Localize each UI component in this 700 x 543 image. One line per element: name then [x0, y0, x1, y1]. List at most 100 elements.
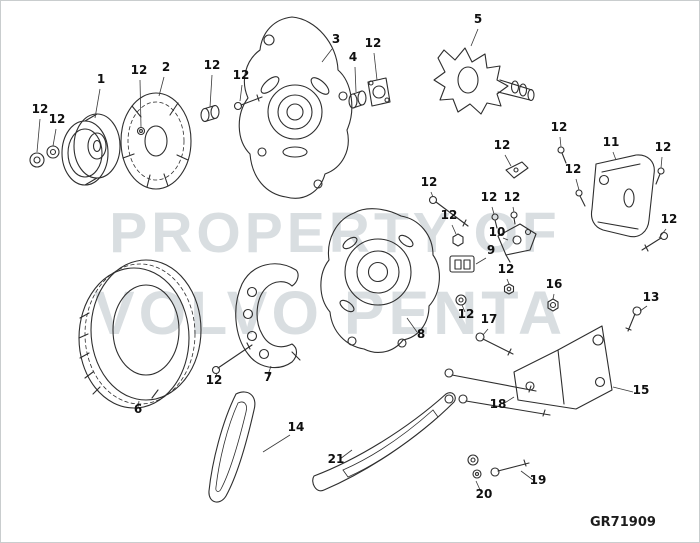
housing-fastener-drawings [428, 195, 469, 306]
leader-line [209, 74, 213, 108]
bolt-17-drawing [475, 332, 514, 356]
part-label-12: 12 [206, 373, 223, 387]
leader-line [475, 257, 487, 265]
leader-line [559, 136, 562, 148]
leader-line [451, 224, 457, 235]
fan-drawing [120, 92, 192, 190]
part-label-12: 12 [365, 36, 382, 50]
leader-line [502, 237, 509, 241]
part-label-7: 7 [264, 370, 272, 384]
leader-line [461, 304, 466, 313]
part-label-21: 21 [328, 452, 345, 466]
leader-line [491, 206, 495, 215]
leader-line [137, 400, 140, 408]
washer-drawings [29, 145, 60, 168]
leader-line [339, 449, 353, 460]
leader-line [520, 470, 534, 481]
part-label-18: 18 [490, 397, 507, 411]
part-label-15: 15 [633, 383, 650, 397]
part-label-12: 12 [131, 63, 148, 77]
leader-line [575, 178, 580, 191]
part-label-17: 17 [481, 312, 498, 326]
bolt-19-washers-20-drawing [467, 454, 530, 479]
leader-line [321, 48, 333, 63]
part-label-5: 5 [474, 12, 482, 26]
reference-code: GR71909 [590, 515, 656, 530]
part-label-16: 16 [546, 277, 563, 291]
leader-line [52, 128, 57, 147]
part-label-12: 12 [204, 58, 221, 72]
spacer-gasket-drawings [348, 77, 391, 109]
leader-line [612, 151, 617, 161]
leader-line [658, 228, 667, 239]
stator-bolt-drawing [211, 342, 253, 375]
part-label-12: 12 [49, 112, 66, 126]
part-label-12: 12 [661, 212, 678, 226]
part-label-12: 12 [233, 68, 250, 82]
part-label-12: 12 [421, 175, 438, 189]
part-label-8: 8 [417, 327, 425, 341]
part-label-10: 10 [489, 225, 506, 239]
belt-drawing [208, 391, 256, 503]
leader-line [552, 293, 555, 300]
line-art [29, 16, 669, 503]
nut-16-drawing [547, 298, 559, 312]
part-label-12: 12 [655, 140, 672, 154]
part-label-12: 12 [481, 190, 498, 204]
rotor-drawing [433, 47, 535, 115]
leader-line [660, 156, 663, 169]
part-label-2: 2 [162, 60, 170, 74]
rectifier-drawing [235, 263, 301, 369]
part-label-12: 12 [504, 190, 521, 204]
leader-line [482, 328, 489, 336]
part-label-20: 20 [476, 487, 493, 501]
part-label-12: 12 [458, 307, 475, 321]
cover-drawing [590, 154, 669, 252]
mounting-bracket-drawing [513, 325, 613, 410]
leader-line [430, 191, 434, 198]
leader-line [262, 434, 291, 453]
leader-line [94, 88, 101, 119]
part-label-14: 14 [288, 420, 305, 434]
part-label-6: 6 [134, 402, 142, 416]
bolt-13-drawing [625, 306, 642, 332]
part-label-1: 1 [97, 72, 105, 86]
pulley-drawing [61, 113, 121, 186]
part-label-11: 11 [603, 135, 620, 149]
leader-line [158, 76, 165, 97]
part-label-13: 13 [643, 290, 660, 304]
bolts-18-drawing [444, 368, 551, 417]
leader-line [512, 206, 515, 213]
part-label-3: 3 [332, 32, 340, 46]
part-label-19: 19 [530, 473, 547, 487]
part-label-9: 9 [487, 243, 495, 257]
leader-line [139, 79, 142, 128]
leader-line [214, 372, 218, 379]
leader-line [506, 278, 510, 285]
watermark: PROPERTY OF VOLVO PENTA [94, 201, 562, 347]
leader-line [612, 386, 634, 393]
part-label-12: 12 [551, 120, 568, 134]
part-label-12: 12 [32, 102, 49, 116]
leader-line [502, 396, 515, 405]
leader-line [36, 118, 41, 153]
leader-line [504, 154, 512, 167]
part-label-12: 12 [494, 138, 511, 152]
leader-line [639, 305, 648, 312]
adjusting-arm-drawing [312, 392, 456, 492]
part-label-12: 12 [498, 262, 515, 276]
rear-housing-drawing [320, 208, 440, 353]
brush-holder-drawing [449, 255, 515, 295]
leader-line [354, 66, 357, 93]
front-bracket-drawing [238, 16, 353, 199]
part-label-4: 4 [349, 50, 357, 64]
leader-line [373, 52, 378, 81]
part-label-12: 12 [565, 162, 582, 176]
leader-line [239, 84, 243, 102]
leader-line [475, 480, 482, 493]
leader-line [267, 365, 272, 376]
